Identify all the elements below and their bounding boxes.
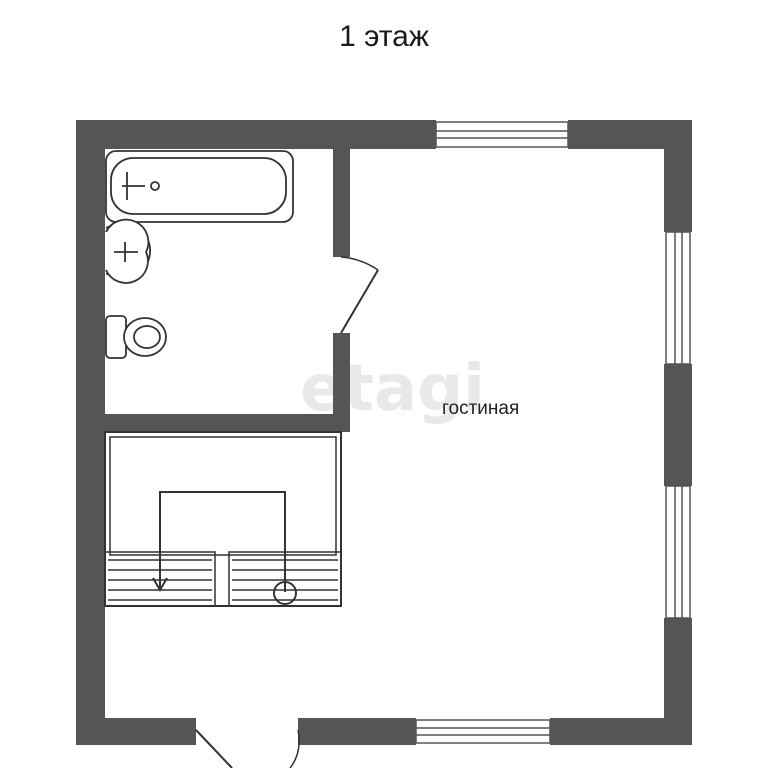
window-top	[435, 121, 569, 148]
wall-right-middle	[664, 364, 692, 486]
window-bottom	[415, 719, 551, 744]
window-right-upper	[665, 231, 691, 365]
floor-title: 1 этаж	[339, 20, 429, 53]
stair-direction-arrow	[152, 491, 297, 605]
entrance-door	[195, 729, 300, 768]
window-right-lower	[665, 485, 691, 619]
inner-walls	[105, 149, 350, 432]
stairs	[104, 431, 342, 607]
room-label-living-room: гостиная	[442, 398, 519, 419]
wall-right-top	[664, 120, 692, 232]
wall-left	[76, 120, 105, 745]
bathroom-wall-upper	[333, 149, 350, 257]
outer-walls	[76, 120, 692, 745]
wall-bottom-middle	[298, 718, 416, 745]
bathroom-wall-bottom	[105, 414, 350, 432]
bathtub	[105, 150, 294, 223]
toilet	[105, 315, 167, 359]
bathroom-door	[340, 256, 379, 334]
bathroom-wall-lower	[333, 333, 350, 432]
wall-bottom-right	[550, 718, 692, 745]
windows	[415, 121, 691, 744]
sink	[105, 218, 151, 284]
wall-top-left	[76, 120, 436, 149]
watermark-logo: etagi	[300, 352, 485, 426]
doors	[195, 256, 379, 768]
wall-bottom-left	[76, 718, 196, 745]
